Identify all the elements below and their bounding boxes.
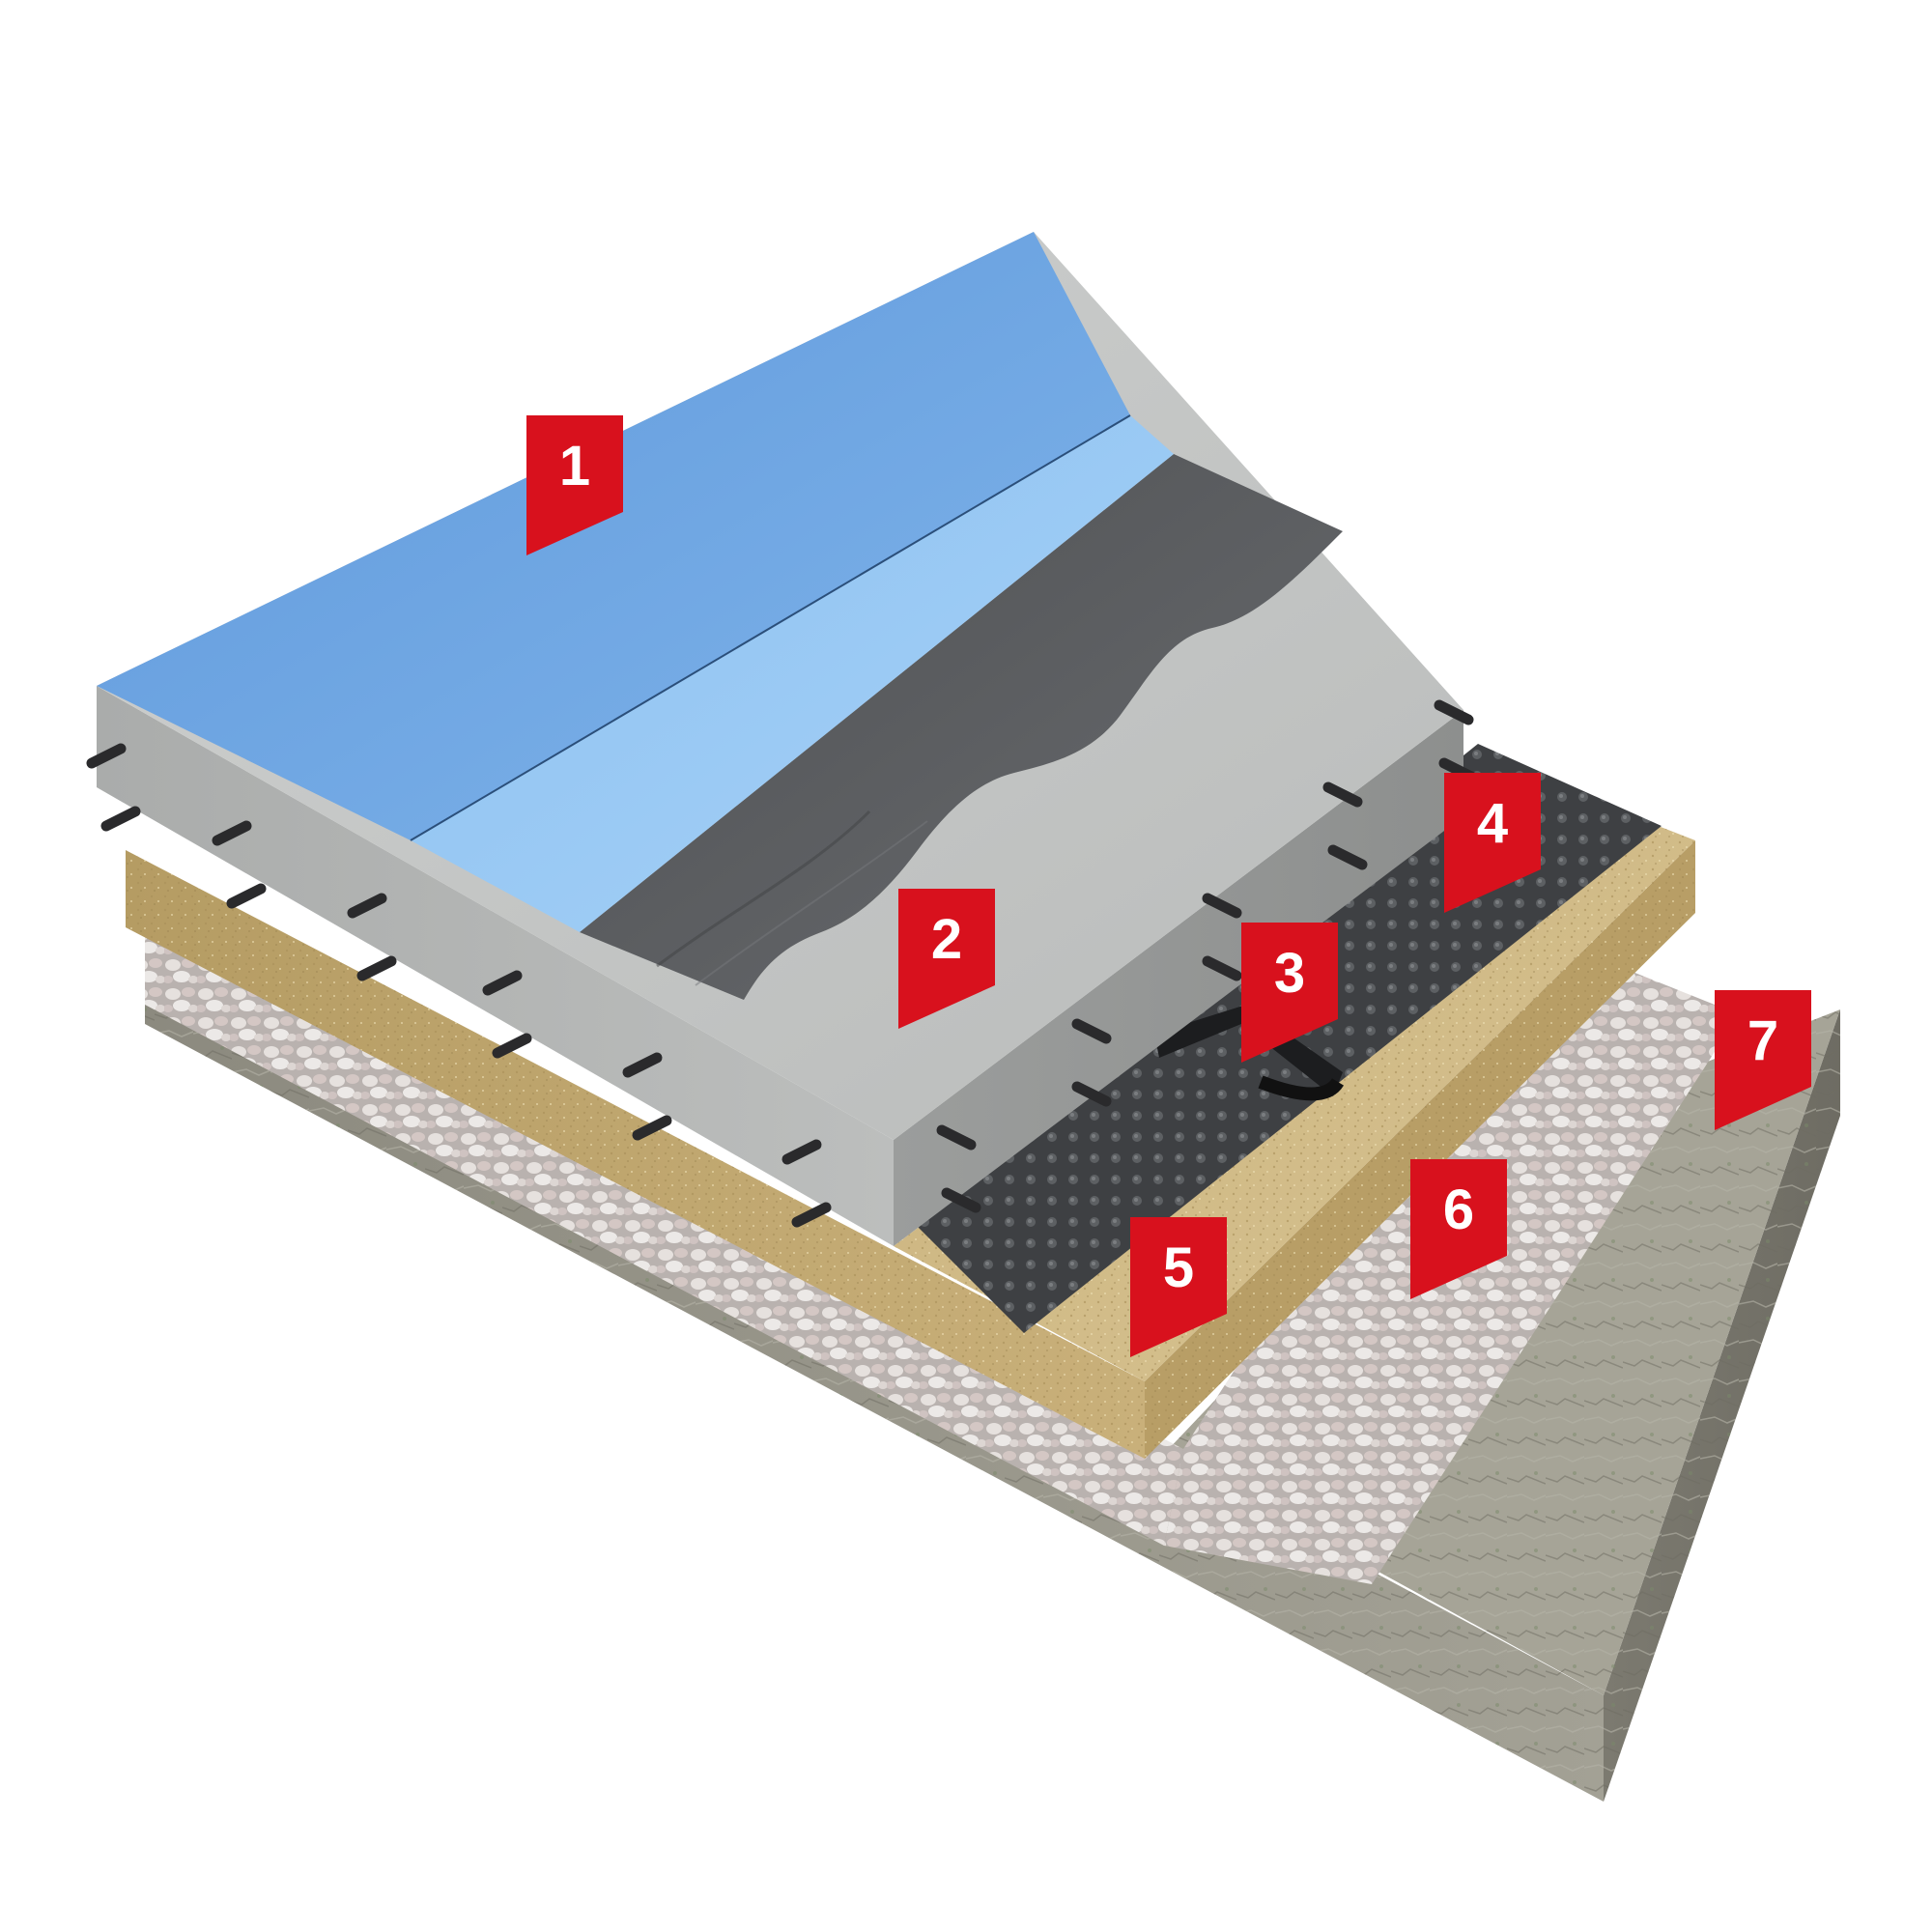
marker-5-badge (1130, 1217, 1227, 1357)
marker-1-label: 1 (559, 435, 590, 497)
blue-membrane-layer (97, 232, 1174, 932)
marker-6: 6 (1410, 1159, 1507, 1299)
dark-coating-layer (580, 454, 1343, 1000)
marker-2-badge (898, 889, 995, 1029)
marker-4: 4 (1444, 773, 1541, 913)
membrane-seam-line (410, 414, 1131, 841)
marker-2: 2 (898, 889, 995, 1029)
marker-5-label: 5 (1163, 1236, 1194, 1299)
marker-4-badge (1444, 773, 1541, 913)
marker-7-label: 7 (1747, 1009, 1778, 1072)
marker-1: 1 (526, 415, 623, 555)
marker-3-label: 3 (1274, 942, 1305, 1005)
marker-7: 7 (1715, 990, 1811, 1130)
marker-5: 5 (1130, 1217, 1227, 1357)
marker-3: 3 (1241, 923, 1338, 1063)
marker-1-badge (526, 415, 623, 555)
marker-2-label: 2 (931, 908, 962, 971)
rebar-stubs (86, 699, 1479, 1228)
joint-strip (1154, 1005, 1344, 1101)
marker-7-badge (1715, 990, 1811, 1130)
marker-3-badge (1241, 923, 1338, 1063)
marker-6-label: 6 (1443, 1179, 1474, 1241)
marker-6-badge (1410, 1159, 1507, 1299)
marker-4-label: 4 (1477, 792, 1508, 855)
marker-group: 1 2 3 4 5 6 7 (526, 415, 1811, 1357)
